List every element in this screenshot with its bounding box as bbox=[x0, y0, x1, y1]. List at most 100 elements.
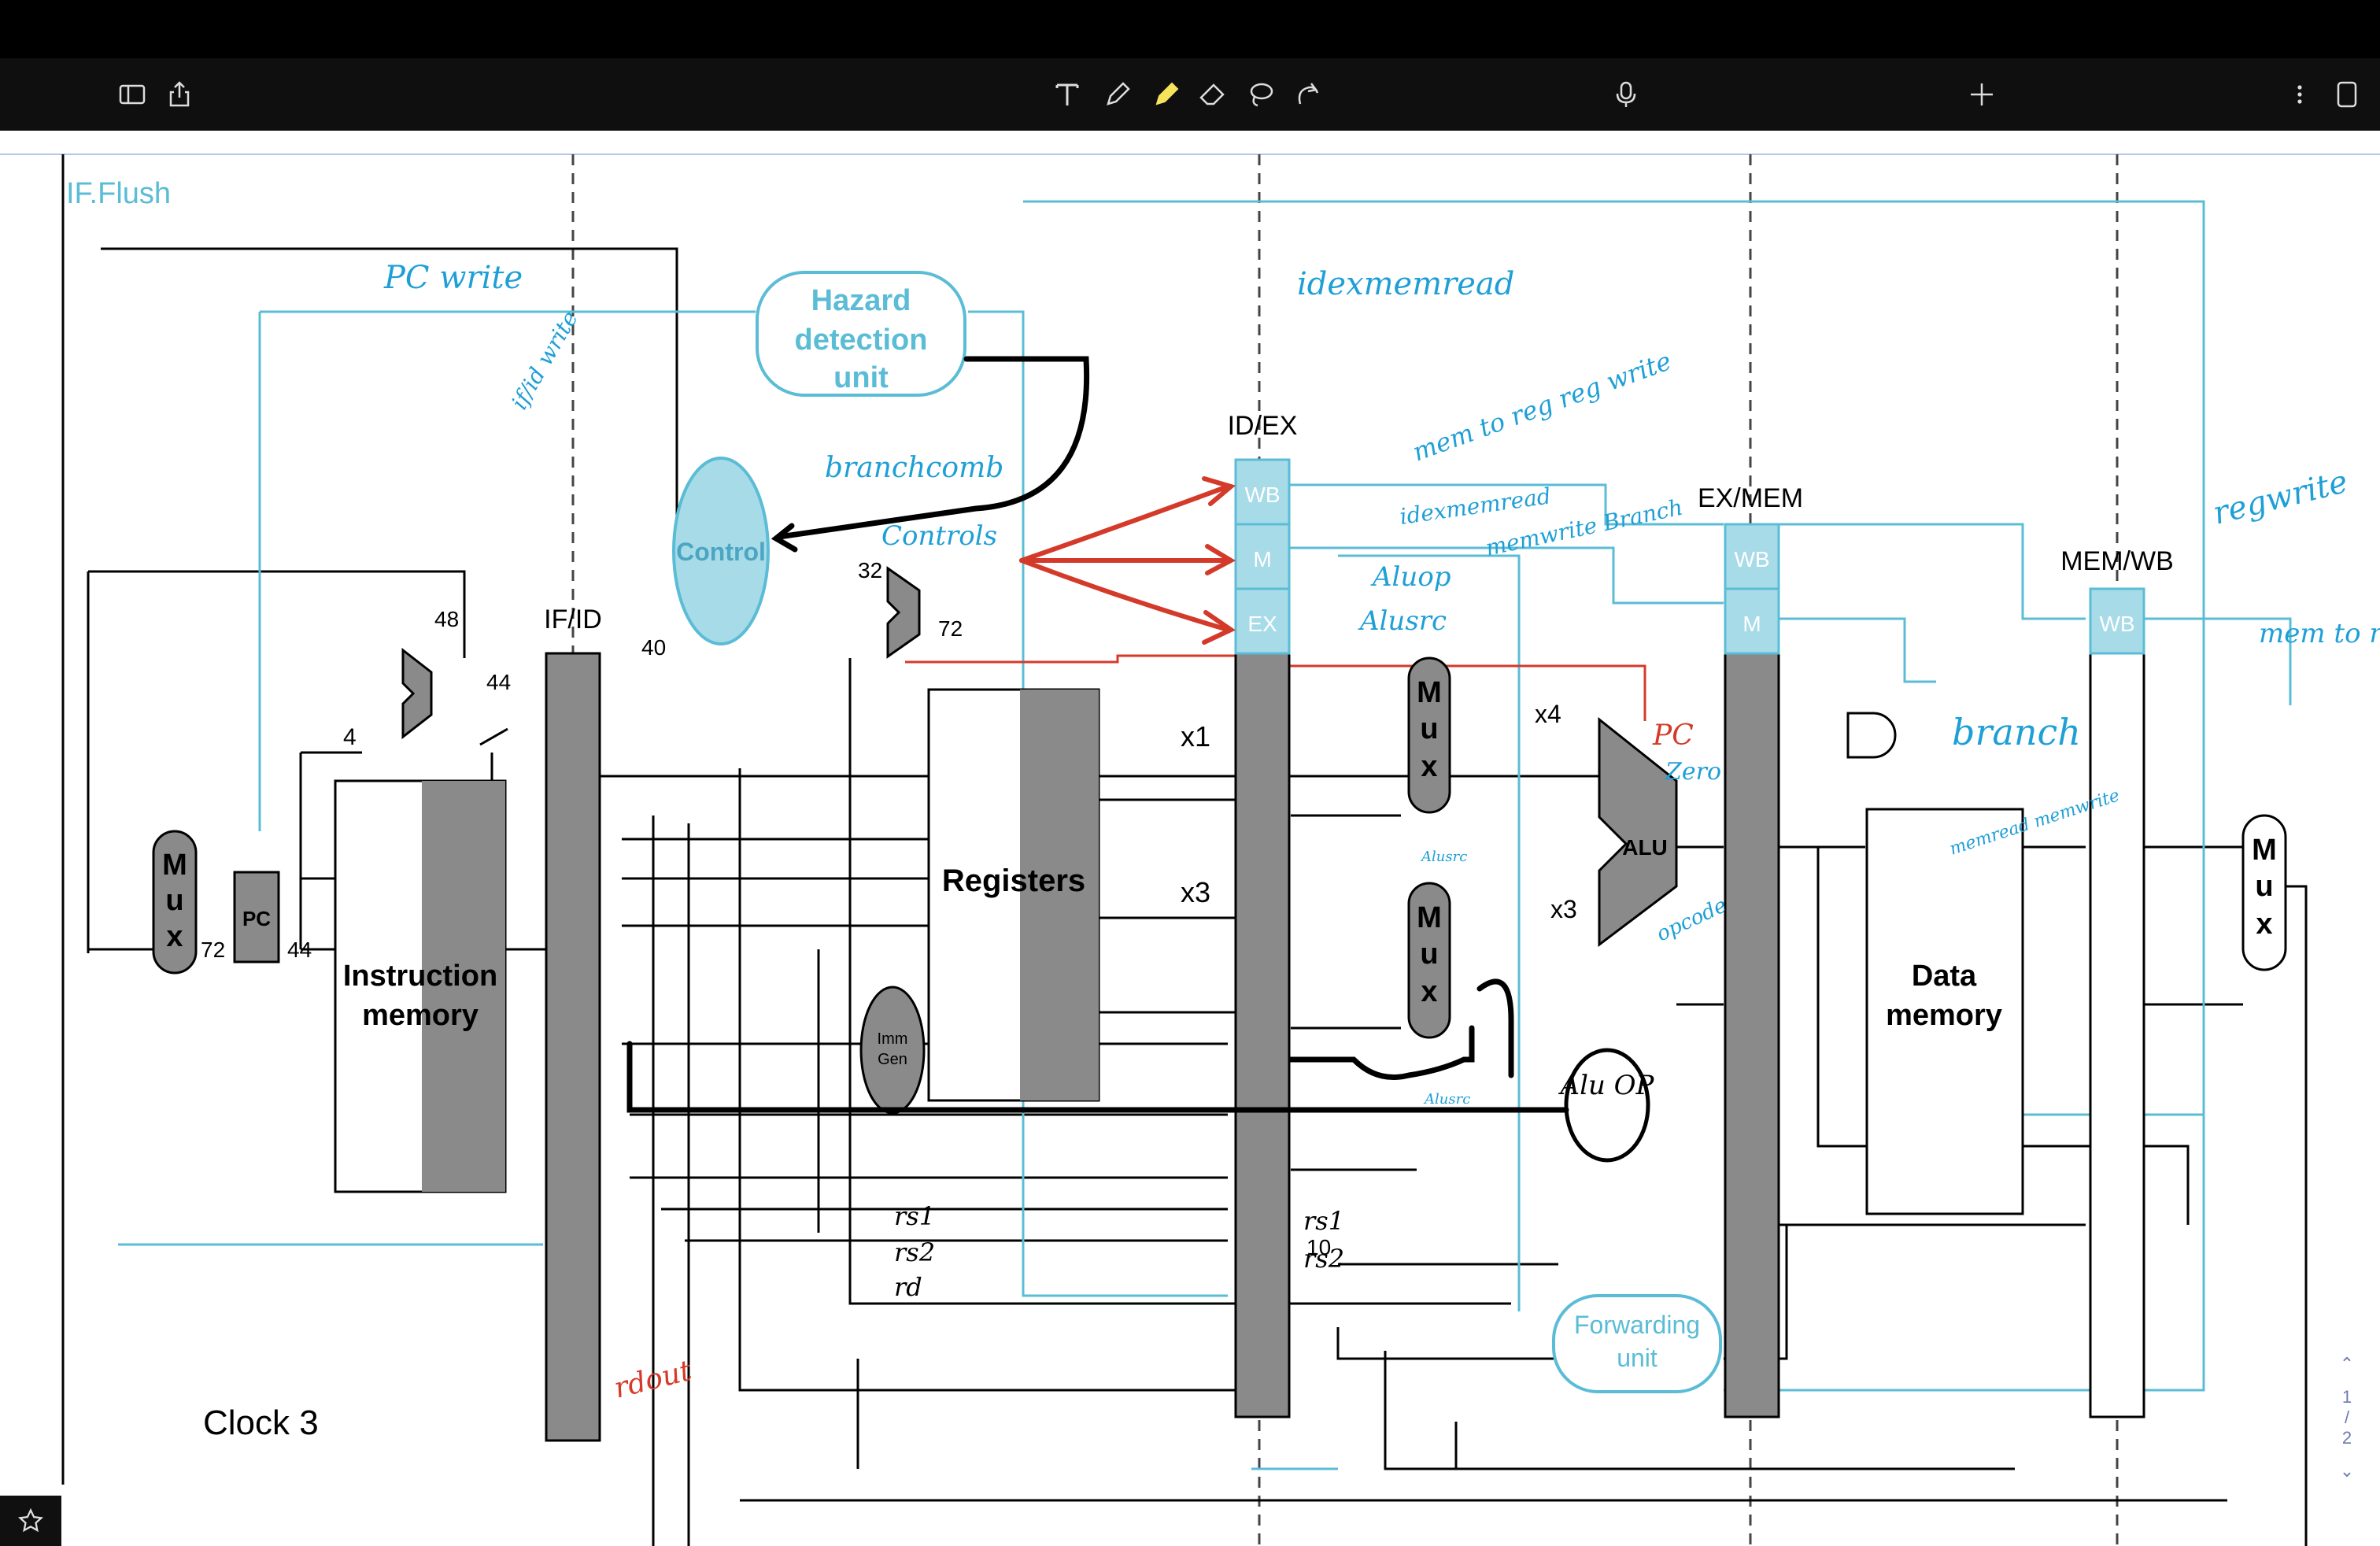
imm-gen-label-2: Gen bbox=[878, 1051, 907, 1068]
instruction-memory-label-1: Instruction bbox=[343, 960, 497, 993]
pipeline-diagram: M u x 72 PC 44 Instruction memory 4 48 4… bbox=[0, 131, 2380, 1546]
hw-alusrc-small: Alusrc bbox=[1423, 1091, 1470, 1108]
id-ex-register bbox=[1236, 653, 1289, 1417]
shape-tool-icon[interactable] bbox=[1288, 74, 1329, 115]
mem-wb-label: MEM/WB bbox=[2060, 546, 2174, 576]
branch-adder bbox=[888, 568, 919, 656]
plus-icon[interactable] bbox=[1961, 74, 2002, 115]
ex-mem-register bbox=[1725, 653, 1779, 1417]
favorite-star-icon[interactable] bbox=[0, 1496, 61, 1546]
hw-memtoreg: mem to reg bbox=[2259, 618, 2380, 649]
label-48: 48 bbox=[434, 607, 459, 631]
id-ex-label: ID/EX bbox=[1228, 411, 1298, 441]
mux-b-u: u bbox=[1420, 938, 1438, 971]
clock-label: Clock 3 bbox=[203, 1404, 319, 1442]
hw-rd: rd bbox=[894, 1272, 922, 1302]
hw-pc-write: PC write bbox=[383, 260, 523, 296]
total-pages: 2 bbox=[2331, 1428, 2363, 1448]
mux-a-x: x bbox=[1421, 750, 1437, 783]
page-down-icon[interactable]: ⌄ bbox=[2331, 1461, 2363, 1481]
hazard-label-1: Hazard bbox=[811, 284, 911, 317]
imm-gen-label-1: Imm bbox=[878, 1030, 908, 1048]
data-memory-label-2: memory bbox=[1886, 999, 2002, 1032]
hw-zero: Zero bbox=[1665, 758, 1721, 786]
eraser-tool-icon[interactable] bbox=[1192, 74, 1232, 115]
page-icon[interactable] bbox=[2326, 74, 2367, 115]
label-x4: x4 bbox=[1535, 700, 1561, 728]
hw-aluop: Aluop bbox=[1370, 561, 1451, 593]
label-x3: x3 bbox=[1181, 876, 1210, 908]
hw-memtoreg-regwrite: mem to reg reg write bbox=[1409, 346, 1676, 467]
note-canvas[interactable]: M u x 72 PC 44 Instruction memory 4 48 4… bbox=[0, 131, 2380, 1546]
alu-label: ALU bbox=[1622, 835, 1668, 860]
page-navigator[interactable]: ⌃ 1 / 2 ⌄ bbox=[2331, 1354, 2363, 1511]
label-72-b: 72 bbox=[938, 616, 963, 641]
label-72-a: 72 bbox=[201, 938, 225, 962]
if-id-label: IF/ID bbox=[544, 605, 602, 634]
current-page: 1 bbox=[2331, 1387, 2363, 1407]
label-x1: x1 bbox=[1181, 720, 1210, 753]
wb-mux-x: x bbox=[2256, 908, 2272, 941]
hw-rs2: rs2 bbox=[894, 1237, 935, 1267]
hw-aluop-circle bbox=[1566, 1050, 1648, 1160]
ex-mem-wb: WB bbox=[1734, 547, 1769, 571]
hw-branch: branch bbox=[1952, 711, 2081, 753]
notes-toolbar bbox=[0, 58, 2380, 131]
hw-alumux-small: Alusrc bbox=[1420, 849, 1467, 865]
page-separator: / bbox=[2331, 1407, 2363, 1428]
branch-and-gate bbox=[1848, 713, 1895, 757]
text-tool-icon[interactable] bbox=[1047, 74, 1088, 115]
id-ex-wb: WB bbox=[1244, 483, 1280, 507]
label-4: 4 bbox=[343, 724, 357, 750]
hw-aluop-circle-text: Alu OP bbox=[1558, 1070, 1655, 1101]
share-icon[interactable] bbox=[159, 74, 200, 115]
ex-mem-m: M bbox=[1743, 612, 1761, 636]
hw-opcode: opcode bbox=[1653, 893, 1730, 946]
microphone-icon[interactable] bbox=[1606, 74, 1646, 115]
pc-mux-label-m: M bbox=[162, 849, 187, 882]
mem-wb-register bbox=[2090, 653, 2144, 1417]
registers-label: Registers bbox=[942, 864, 1085, 898]
hw-regwrite: regwrite bbox=[2209, 464, 2351, 532]
mux-b-x: x bbox=[1421, 975, 1437, 1008]
hw-branchcomb: branchcomb bbox=[825, 452, 1003, 484]
mux-a-u: u bbox=[1420, 712, 1438, 745]
instruction-memory-label-2: memory bbox=[362, 999, 479, 1032]
page-up-icon[interactable]: ⌃ bbox=[2331, 1354, 2363, 1374]
imm-gen bbox=[861, 987, 924, 1113]
id-ex-m: M bbox=[1253, 547, 1271, 571]
hw-ifid-write: if/id write bbox=[506, 306, 583, 414]
more-icon[interactable] bbox=[2279, 74, 2320, 115]
system-top-bar bbox=[0, 0, 2380, 58]
pc-mux-label-u: u bbox=[165, 884, 183, 917]
label-40: 40 bbox=[641, 635, 666, 660]
sidebar-toggle-icon[interactable] bbox=[112, 74, 153, 115]
forwarding-label-1: Forwarding bbox=[1574, 1311, 1700, 1339]
wb-mux-u: u bbox=[2255, 870, 2273, 903]
hw-idexmemread: idexmemread bbox=[1297, 266, 1514, 302]
hw-pc: PC bbox=[1652, 719, 1694, 752]
hw-rs1-b: rs1 bbox=[1303, 1206, 1344, 1236]
label-44-b: 44 bbox=[287, 938, 312, 962]
hw-controls: Controls bbox=[881, 520, 997, 552]
ex-mem-label: EX/MEM bbox=[1698, 483, 1803, 513]
mux-a-m: M bbox=[1417, 676, 1442, 709]
hazard-label-3: unit bbox=[833, 361, 889, 394]
alu bbox=[1599, 719, 1676, 945]
highlighter-tool-icon[interactable] bbox=[1146, 74, 1187, 115]
hw-idexmemread-2: idexmemread bbox=[1398, 483, 1552, 530]
if-flush-label: IF.Flush bbox=[66, 177, 171, 210]
id-ex-ex: EX bbox=[1247, 612, 1277, 636]
hazard-label-2: detection bbox=[795, 324, 928, 357]
control-label: Control bbox=[676, 538, 766, 566]
pc-adder bbox=[403, 650, 431, 737]
pen-tool-icon[interactable] bbox=[1097, 74, 1138, 115]
label-32: 32 bbox=[858, 558, 882, 583]
hw-alusrc: Alusrc bbox=[1358, 605, 1447, 637]
lasso-tool-icon[interactable] bbox=[1240, 74, 1281, 115]
data-memory-label-1: Data bbox=[1912, 960, 1977, 993]
mux-b-m: M bbox=[1417, 901, 1442, 934]
hw-rs2-b: rs2 bbox=[1303, 1244, 1344, 1274]
wb-mux-m: M bbox=[2252, 834, 2277, 867]
pc-label: PC bbox=[242, 907, 271, 930]
